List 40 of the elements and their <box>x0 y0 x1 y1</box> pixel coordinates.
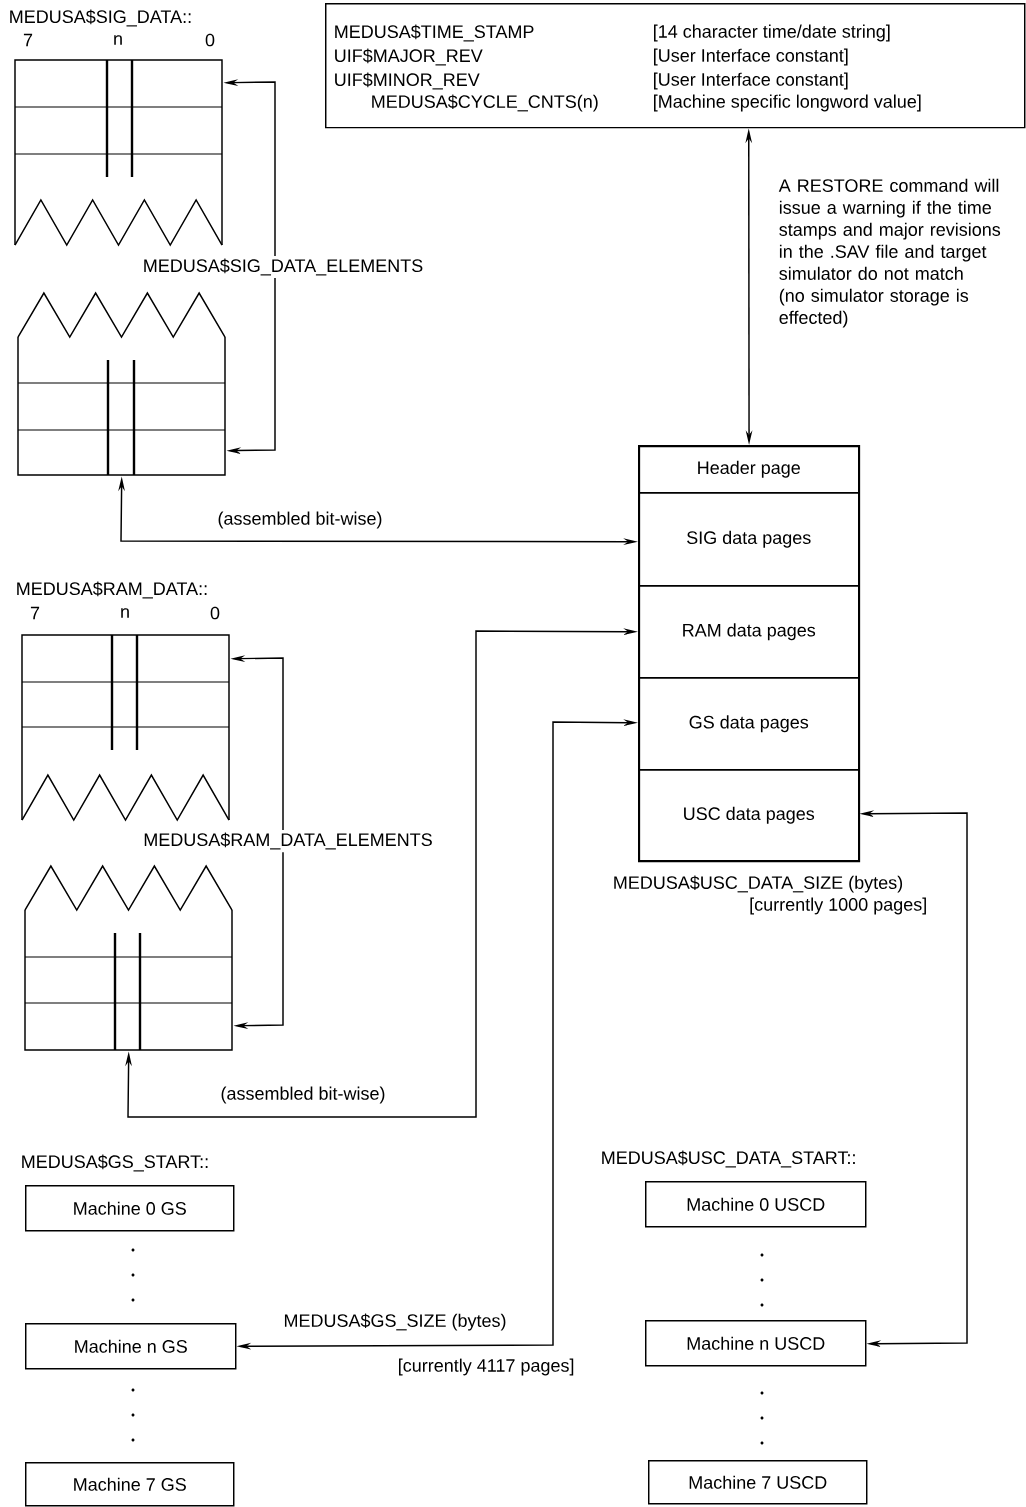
edge-label: (assembled bit-wise) <box>217 1083 389 1107</box>
field-description: [User Interface constant] <box>654 48 848 66</box>
field-name: MEDUSA$TIME_STAMP <box>335 24 534 42</box>
memory-box: Machine 7 GS <box>25 1462 235 1507</box>
size-note: [currently 1000 pages] <box>750 897 926 915</box>
page-cell: RAM data pages <box>638 585 860 679</box>
group-heading: MEDUSA$USC_DATA_START:: <box>602 1150 855 1168</box>
memory-box: Machine 0 USCD <box>645 1181 867 1228</box>
bit-number: n <box>121 608 129 618</box>
register-array-drawing <box>17 291 226 477</box>
array-heading: MEDUSA$SIG_DATA:: <box>10 9 191 27</box>
page-cell: GS data pages <box>638 677 860 771</box>
bit-number: 7 <box>23 33 33 47</box>
bit-number: 0 <box>210 606 220 620</box>
edge-label: (assembled bit-wise) <box>214 508 386 532</box>
edge-label: MEDUSA$SIG_DATA_ELEMENTS <box>140 255 426 279</box>
edge-note: A RESTORE command will issue a warning if the time stamps and major revisions in the .SAV file and target simulator do not match (no simulator storage is effected) <box>778 178 1001 328</box>
bit-number: 0 <box>205 33 215 47</box>
page-cell: Header page <box>638 445 860 494</box>
field-description: [14 character time/date string] <box>654 24 890 42</box>
page-cell: SIG data pages <box>638 492 860 587</box>
size-note: [currently 4117 pages] <box>399 1358 574 1376</box>
group-heading: MEDUSA$GS_START:: <box>22 1154 208 1172</box>
memory-box: Machine n GS <box>25 1323 237 1370</box>
edge-label: MEDUSA$RAM_DATA_ELEMENTS <box>140 829 436 853</box>
field-description: [User Interface constant] <box>654 72 848 90</box>
bit-number: 7 <box>30 606 40 620</box>
field-name: MEDUSA$CYCLE_CNTS(n) <box>372 94 598 112</box>
size-note: MEDUSA$USC_DATA_SIZE (bytes) <box>614 875 903 893</box>
memory-box: Machine 0 GS <box>25 1185 235 1232</box>
field-name: UIF$MINOR_REV <box>335 72 480 90</box>
memory-box: Machine 7 USCD <box>648 1460 868 1505</box>
edge-label: MEDUSA$GS_SIZE (bytes) <box>280 1310 510 1334</box>
page-cell: USC data pages <box>638 769 860 862</box>
array-heading: MEDUSA$RAM_DATA:: <box>17 581 207 599</box>
bit-number: n <box>114 35 122 45</box>
field-name: UIF$MAJOR_REV <box>335 48 483 66</box>
register-array-drawing <box>24 864 233 1052</box>
memory-box: Machine n USCD <box>645 1320 867 1367</box>
field-description: [Machine specific longword value] <box>654 94 921 112</box>
